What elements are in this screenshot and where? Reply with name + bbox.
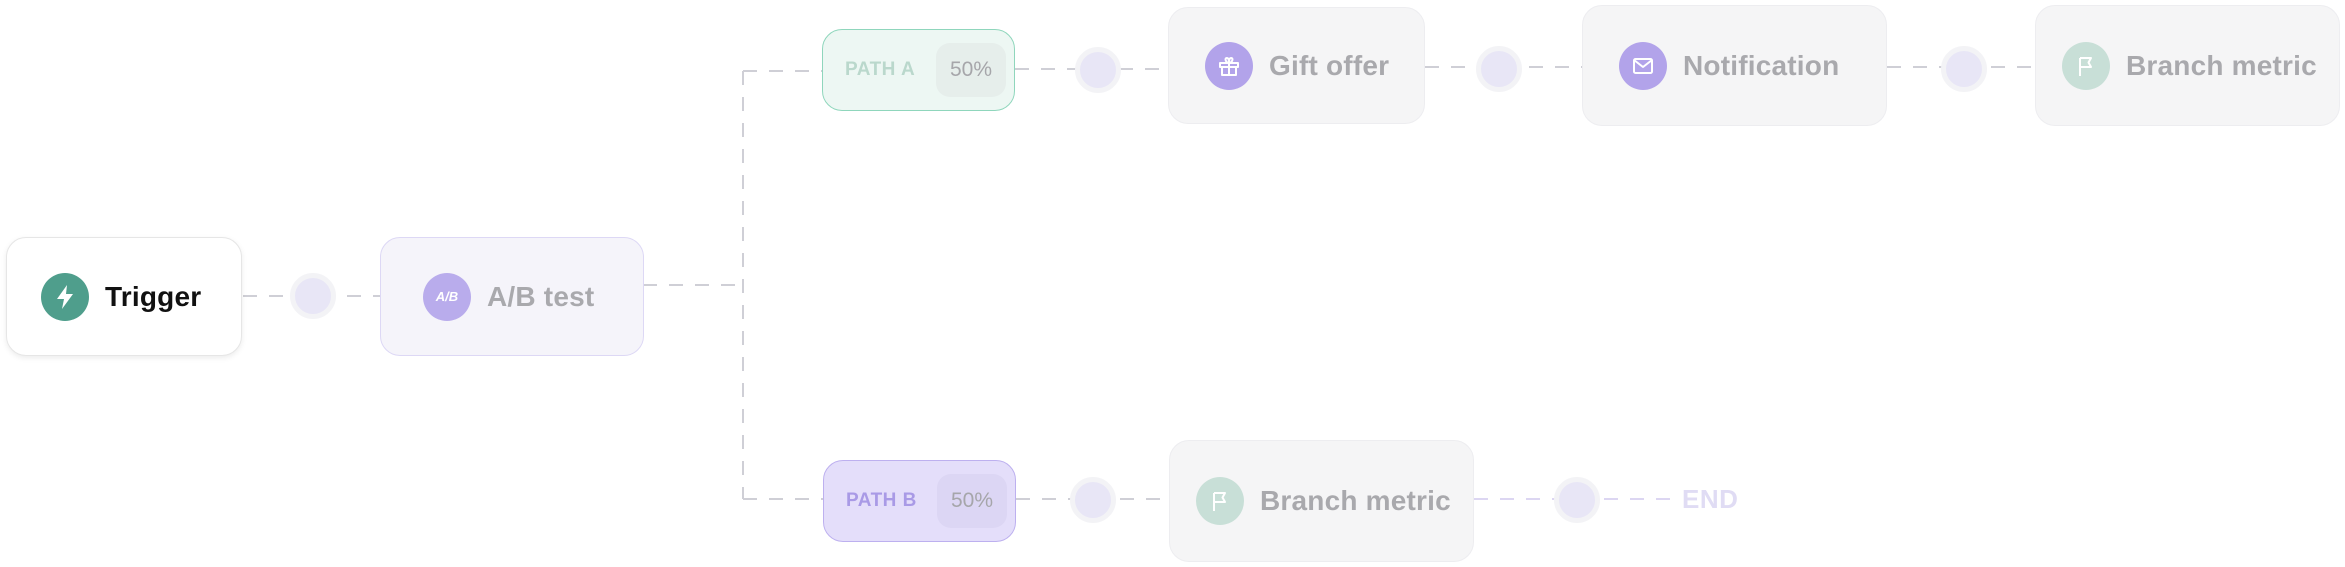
end-label: END [1682, 484, 1739, 514]
lightning-bolt-icon [41, 272, 89, 321]
notification-label: Notification [1683, 49, 1840, 81]
path-b-percent: 50% [936, 474, 1007, 528]
path-a-percent: 50% [935, 43, 1006, 97]
add-step-dot[interactable] [290, 273, 336, 319]
trigger-label: Trigger [105, 280, 202, 312]
path-a-pill[interactable]: PATH A 50% [822, 29, 1015, 111]
flag-icon [2062, 41, 2110, 90]
gift-offer-label: Gift offer [1269, 49, 1390, 81]
path-a-name: PATH A [845, 59, 916, 80]
ab-split-icon: A/B [423, 272, 471, 321]
add-step-dot[interactable] [1476, 46, 1522, 92]
branch-metric-label: Branch metric [1260, 485, 1451, 516]
add-step-dot[interactable] [1554, 477, 1600, 523]
notification-node[interactable]: Notification [1582, 5, 1887, 126]
path-b-name: PATH B [846, 490, 917, 511]
ab-test-node[interactable]: A/B A/B test [380, 237, 644, 356]
gift-icon [1205, 41, 1253, 90]
path-b-pill[interactable]: PATH B 50% [823, 460, 1016, 542]
envelope-icon [1619, 41, 1667, 90]
add-step-dot[interactable] [1070, 477, 1116, 523]
flag-icon [1196, 477, 1244, 525]
trigger-node[interactable]: Trigger [6, 237, 242, 356]
branch-metric-label: Branch metric [2126, 49, 2317, 81]
branch-metric-node-path-a[interactable]: Branch metric [2035, 5, 2340, 126]
add-step-dot[interactable] [1941, 46, 1987, 92]
ab-test-label: A/B test [487, 280, 595, 312]
branch-metric-node-path-b[interactable]: Branch metric [1169, 440, 1474, 562]
gift-offer-node[interactable]: Gift offer [1168, 7, 1425, 124]
add-step-dot[interactable] [1075, 47, 1121, 93]
